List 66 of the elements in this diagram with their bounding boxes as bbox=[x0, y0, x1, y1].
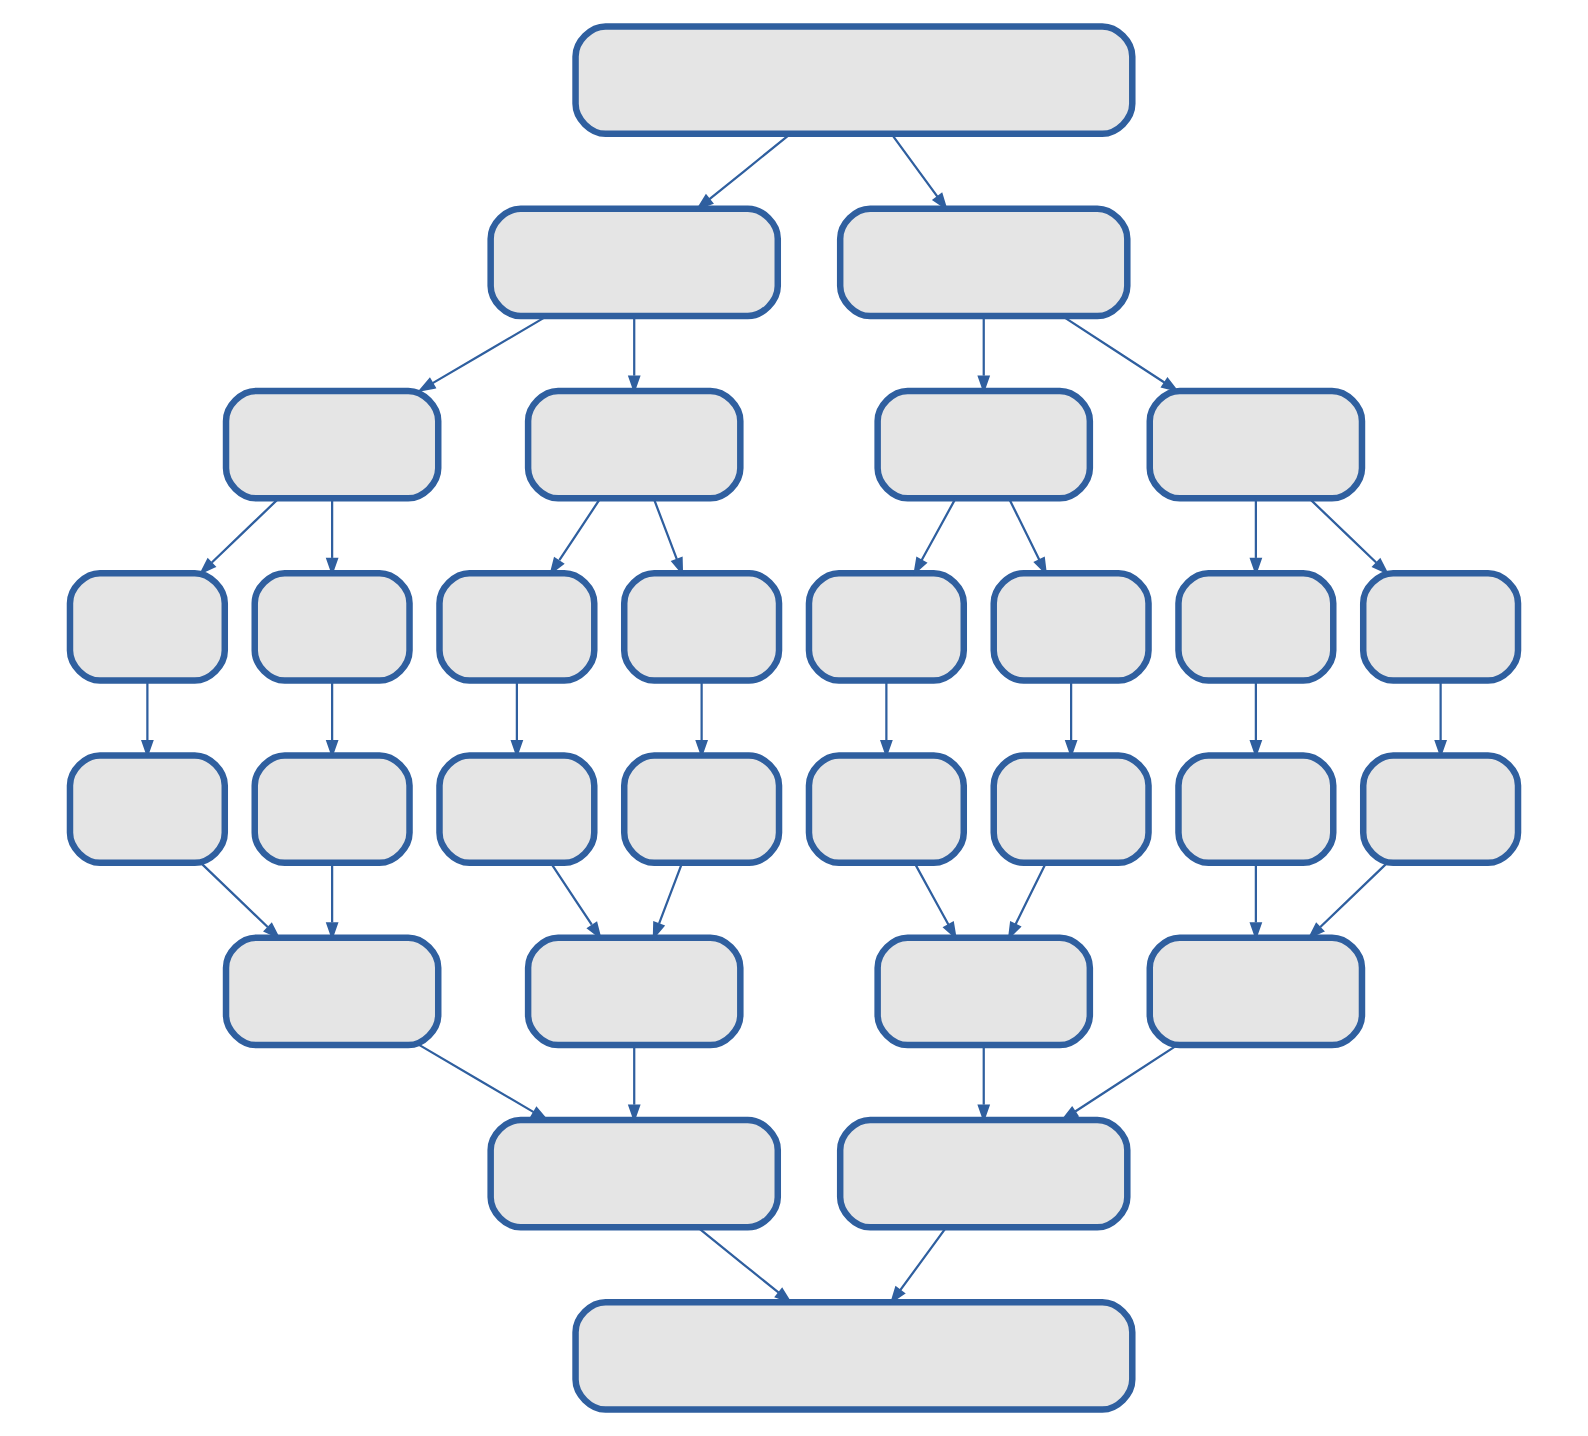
node-box bbox=[1359, 752, 1522, 867]
node-box bbox=[251, 569, 413, 684]
node-box bbox=[874, 387, 1094, 502]
arrow bbox=[1061, 315, 1180, 393]
arrow bbox=[977, 1045, 991, 1123]
node-box bbox=[436, 752, 598, 867]
arrow bbox=[695, 133, 792, 211]
arrow bbox=[913, 497, 957, 576]
node-box bbox=[572, 1298, 1136, 1413]
arrow bbox=[1007, 862, 1047, 941]
arrow bbox=[627, 1045, 641, 1123]
arrow bbox=[1307, 862, 1388, 940]
node-box bbox=[1146, 387, 1366, 502]
arrow bbox=[1064, 680, 1078, 759]
arrow bbox=[1308, 497, 1390, 575]
arrow bbox=[549, 862, 602, 940]
arrow bbox=[652, 498, 684, 576]
arrow bbox=[697, 1226, 793, 1304]
node-box bbox=[487, 1116, 781, 1231]
node-box bbox=[251, 752, 413, 867]
node-box bbox=[836, 205, 1131, 320]
arrow bbox=[417, 315, 548, 393]
arrow bbox=[890, 133, 948, 211]
arrow bbox=[510, 680, 524, 759]
node-box bbox=[1359, 569, 1522, 684]
node-box bbox=[621, 569, 783, 684]
arrow bbox=[325, 680, 339, 759]
arrow bbox=[418, 1044, 549, 1122]
arrow bbox=[889, 1226, 948, 1305]
arrow bbox=[977, 316, 991, 394]
arrow bbox=[652, 862, 684, 941]
node-box bbox=[572, 23, 1136, 138]
node-box bbox=[66, 569, 229, 684]
node-box bbox=[222, 934, 442, 1049]
arrow bbox=[913, 862, 957, 941]
arrow bbox=[695, 680, 709, 759]
arrow bbox=[1249, 498, 1263, 576]
arrow bbox=[1060, 1044, 1178, 1122]
node-box bbox=[874, 934, 1094, 1049]
node-box bbox=[66, 752, 229, 867]
arrow bbox=[325, 862, 339, 941]
node-box bbox=[487, 205, 781, 320]
node-box bbox=[805, 569, 967, 684]
node-box bbox=[990, 569, 1152, 684]
node-box bbox=[436, 569, 598, 684]
arrow bbox=[880, 680, 893, 759]
arrow bbox=[325, 498, 339, 576]
node-box bbox=[990, 752, 1152, 867]
arrow bbox=[1249, 862, 1263, 941]
arrow bbox=[1249, 680, 1263, 759]
node-box bbox=[524, 387, 744, 502]
arrow bbox=[1008, 497, 1048, 576]
arrow bbox=[549, 497, 602, 576]
node-box bbox=[805, 752, 967, 867]
node-box bbox=[1146, 934, 1366, 1049]
arrow bbox=[200, 862, 281, 940]
node-box bbox=[524, 934, 744, 1049]
arrow bbox=[1434, 680, 1448, 759]
node-box bbox=[222, 387, 442, 502]
node-box bbox=[1175, 752, 1337, 867]
node-box bbox=[621, 752, 783, 867]
node-box bbox=[1175, 569, 1337, 684]
arrow bbox=[141, 680, 154, 759]
arrow bbox=[627, 316, 641, 394]
node-box bbox=[836, 1116, 1131, 1231]
arrow bbox=[198, 497, 280, 575]
